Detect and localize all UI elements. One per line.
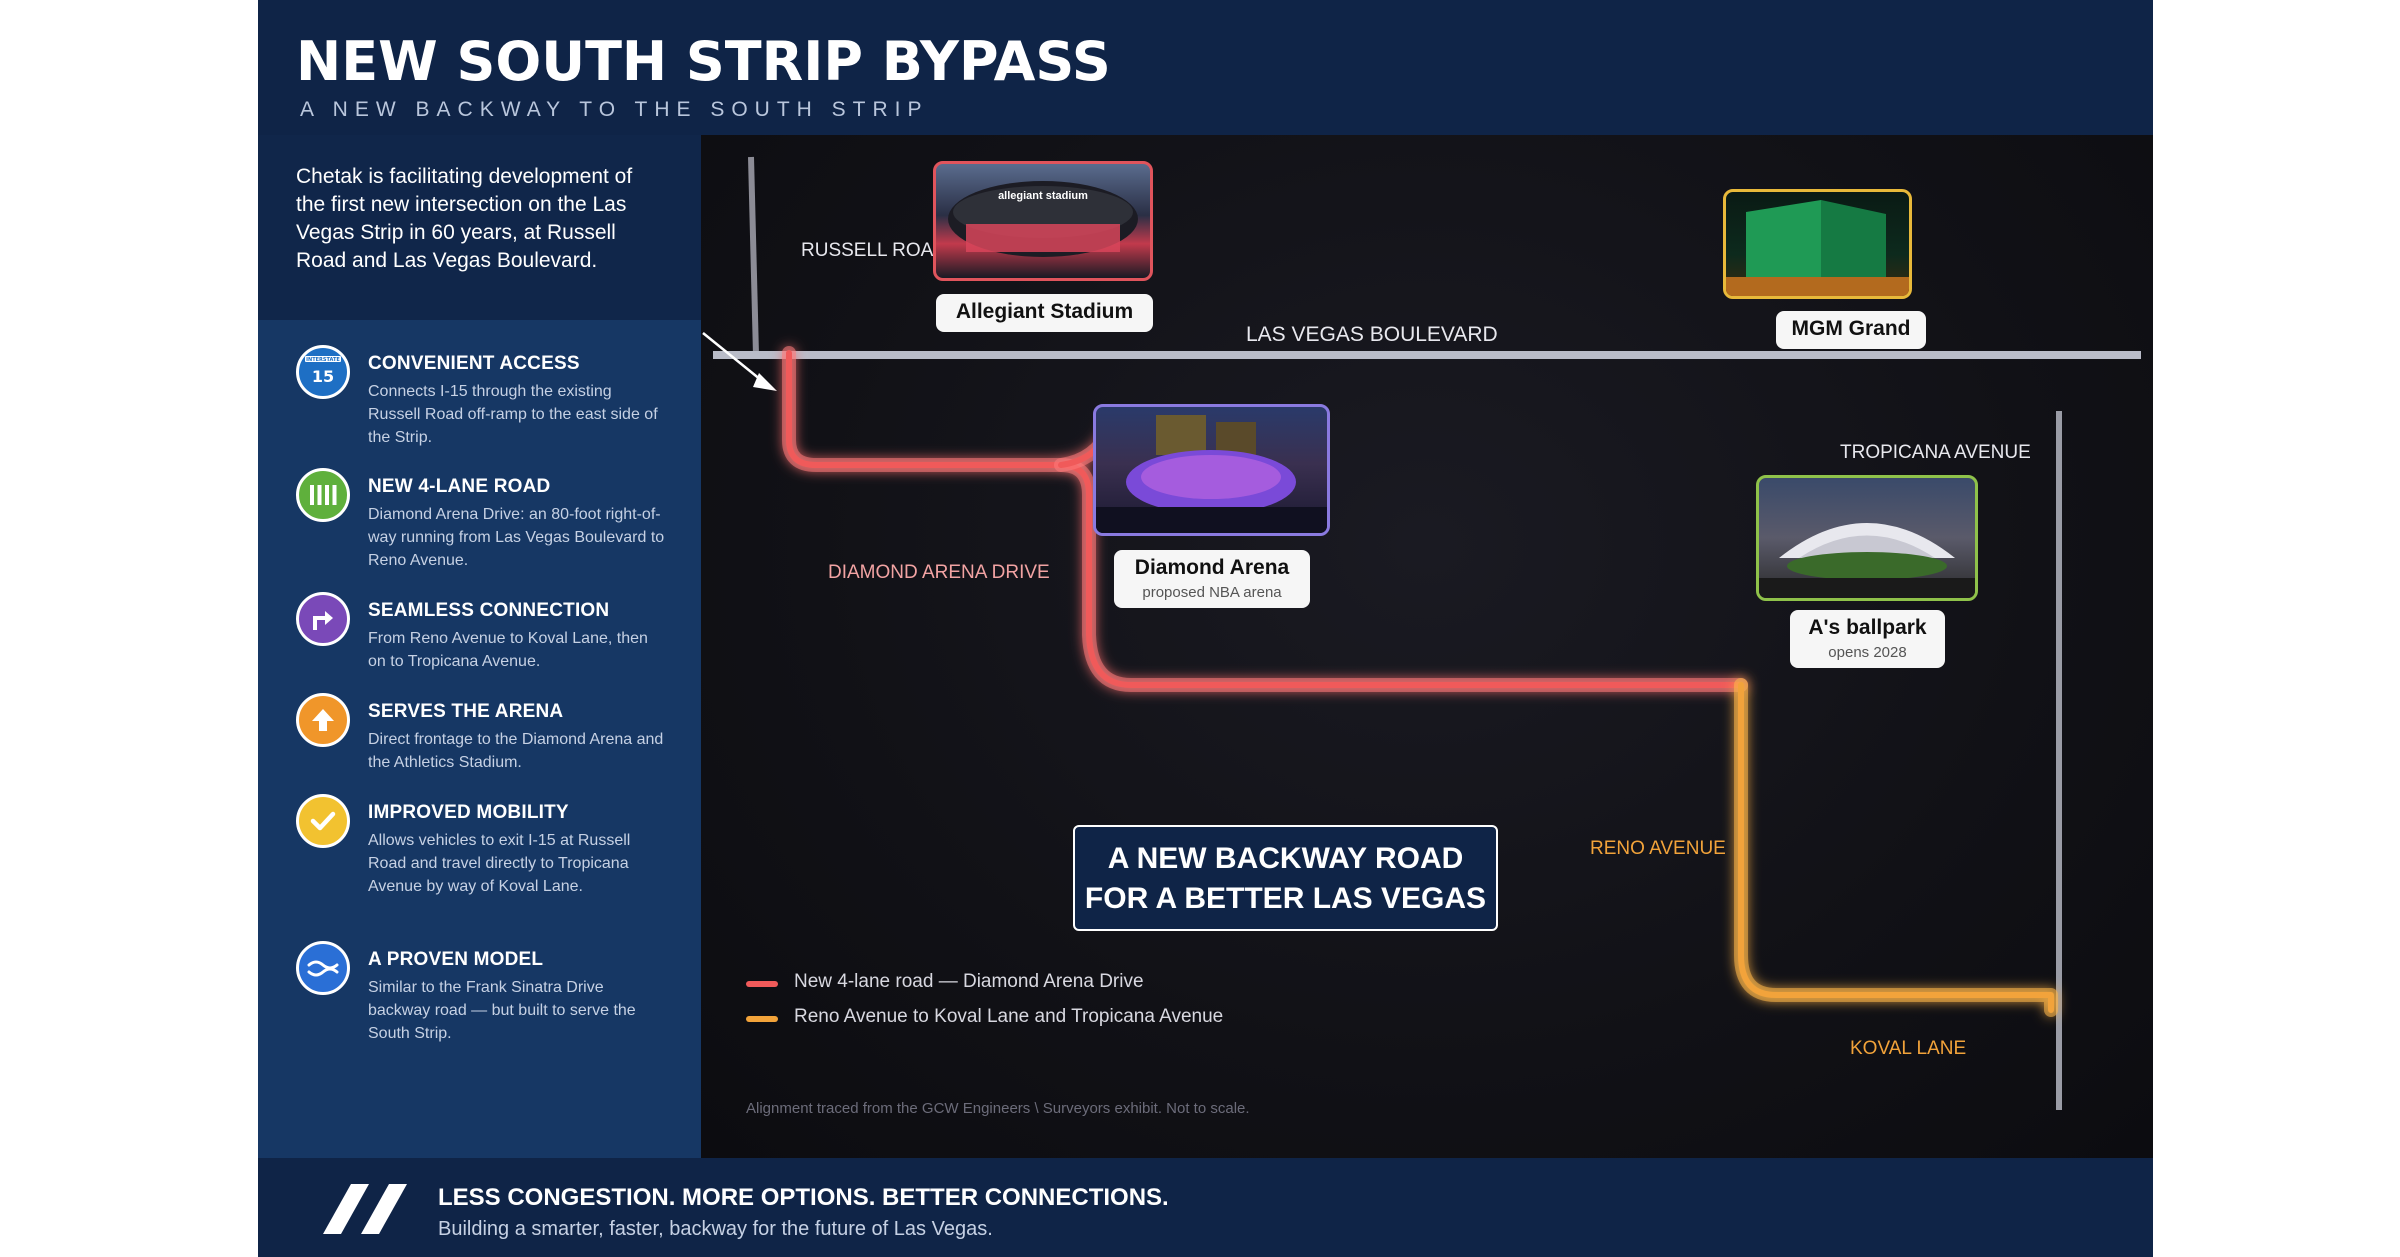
as-ballpark-name: A's ballpark: [1808, 616, 1927, 639]
map-source-note: Alignment traced from the GCW Engineers …: [746, 1100, 1250, 1117]
feature-title: NEW 4-LANE ROAD: [368, 476, 551, 497]
diamond-arena-drive-label: DIAMOND ARENA DRIVE: [828, 562, 1050, 583]
checkmark-icon: [296, 794, 350, 848]
diamond-arena-subtitle: proposed NBA arena: [1142, 584, 1282, 601]
allegiant-photo-text: allegiant stadium: [998, 190, 1088, 202]
header: NEW SOUTH STRIP BYPASS A NEW BACKWAY TO …: [258, 0, 2153, 135]
intro-panel: Chetak is facilitating development of th…: [258, 135, 701, 320]
mgm-grand-card: MGM Grand: [1776, 311, 1926, 349]
map-area: RUSSELL ROAD LAS VEGAS BOULEVARD DIAMOND…: [701, 135, 2153, 1158]
callout-line-2: FOR A BETTER LAS VEGAS: [1084, 882, 1487, 915]
russell-road-line: [748, 156, 759, 356]
footer: LESS CONGESTION. MORE OPTIONS. BETTER CO…: [258, 1158, 2153, 1257]
feature-desc: Connects I-15 through the existing Russe…: [368, 383, 658, 446]
reno-koval-route: [1734, 678, 2058, 1017]
koval-lane-label: KOVAL LANE: [1850, 1038, 1967, 1059]
poster: NEW SOUTH STRIP BYPASS A NEW BACKWAY TO …: [258, 0, 2153, 1257]
feature-title: SERVES THE ARENA: [368, 701, 564, 722]
diamond-arena-name: Diamond Arena: [1134, 556, 1290, 579]
footer-tagline: Building a smarter, faster, backway for …: [438, 1218, 993, 1240]
as-ballpark-card: A's ballpark opens 2028: [1790, 610, 1945, 668]
legend-label: Reno Avenue to Koval Lane and Tropicana …: [794, 1006, 1224, 1027]
legend-label: New 4-lane road — Diamond Arena Drive: [794, 971, 1144, 992]
up-arrow-icon: [296, 693, 350, 747]
features-panel: INTERSTATE 15 CONVENIENT ACCESS Connects…: [258, 320, 701, 1158]
mgm-grand-name: MGM Grand: [1791, 317, 1911, 340]
interstate-number: 15: [312, 367, 334, 386]
mgm-grand-photo: [1723, 189, 1912, 299]
feature-title: A PROVEN MODEL: [368, 949, 544, 970]
route-map: [702, 156, 2141, 1110]
as-ballpark-photo: [1756, 475, 1978, 601]
intersection-arrow-icon: [702, 332, 777, 391]
footer-headline: LESS CONGESTION. MORE OPTIONS. BETTER CO…: [438, 1184, 1169, 1211]
as-ballpark-subtitle: opens 2028: [1828, 644, 1907, 661]
four-lane-road-icon: [296, 468, 350, 522]
tropicana-avenue-label: TROPICANA AVENUE: [1840, 442, 2031, 463]
las-vegas-boulevard-label: LAS VEGAS BOULEVARD: [1246, 323, 1498, 346]
feature-title: SEAMLESS CONNECTION: [368, 600, 610, 621]
interstate-15-shield-icon: INTERSTATE 15: [296, 345, 350, 399]
backway-road-callout: A NEW BACKWAY ROAD FOR A BETTER LAS VEGA…: [1073, 825, 1498, 931]
callout-line-1: A NEW BACKWAY ROAD: [1107, 842, 1464, 875]
feature-desc: Direct frontage to the Diamond Arena and…: [368, 731, 664, 771]
russell-road-label: RUSSELL ROAD: [801, 240, 948, 261]
feature-desc: From Reno Avenue to Koval Lane, then on …: [368, 630, 648, 670]
diamond-arena-photo: [1093, 404, 1330, 536]
feature-title: IMPROVED MOBILITY: [368, 802, 569, 823]
chetak-logo-icon: [303, 1178, 413, 1239]
diamond-arena-card: Diamond Arena proposed NBA arena: [1114, 550, 1310, 608]
allegiant-stadium-photo: allegiant stadium: [933, 161, 1153, 281]
legend-swatch-orange: [746, 1016, 778, 1022]
interstate-label: INTERSTATE: [306, 357, 340, 363]
turn-right-arrow-icon: [296, 592, 350, 646]
feature-desc: Allows vehicles to exit I-15 at Russell …: [368, 832, 631, 895]
allegiant-stadium-name: Allegiant Stadium: [955, 300, 1134, 323]
wave-icon: [296, 941, 350, 995]
feature-desc: Diamond Arena Drive: an 80-foot right-of…: [368, 506, 665, 569]
intro-text: Chetak is facilitating development of th…: [296, 165, 633, 272]
page-title: NEW SOUTH STRIP BYPASS: [296, 30, 1111, 93]
reno-avenue-label: RENO AVENUE: [1590, 838, 1726, 859]
page-subtitle: A NEW BACKWAY TO THE SOUTH STRIP: [300, 98, 929, 121]
feature-desc: Similar to the Frank Sinatra Drive backw…: [368, 979, 636, 1042]
feature-title: CONVENIENT ACCESS: [368, 353, 580, 374]
allegiant-stadium-card: Allegiant Stadium: [936, 294, 1153, 332]
legend-swatch-red: [746, 981, 778, 987]
